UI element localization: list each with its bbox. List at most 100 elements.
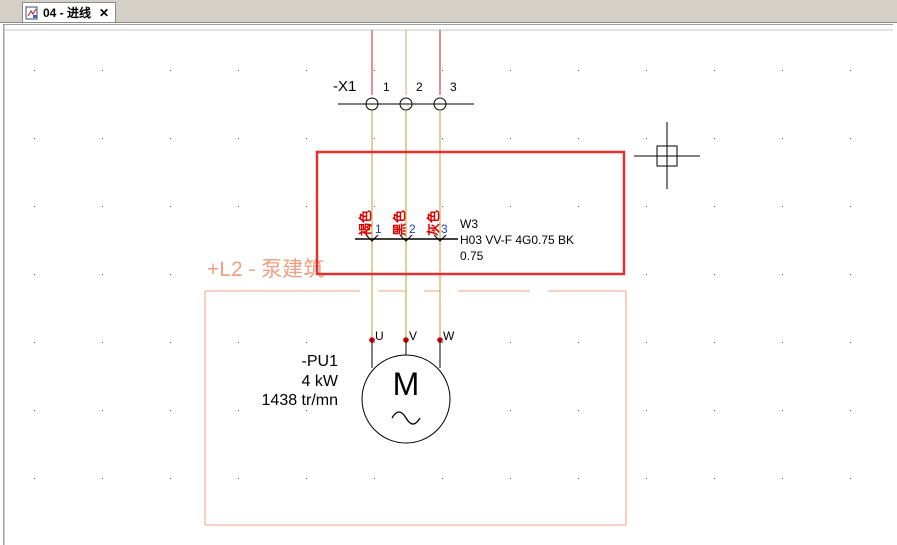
grid-dot bbox=[850, 410, 851, 411]
schematic-page-icon bbox=[25, 6, 38, 19]
conductor-color-1: 褐色 bbox=[358, 210, 373, 237]
motor-terminal-u: U bbox=[375, 329, 384, 343]
terminal-number-2: 2 bbox=[416, 80, 423, 94]
location-box[interactable]: +L2 - 泵建筑 bbox=[204, 258, 627, 526]
grid-dot bbox=[714, 138, 715, 139]
grid-dot bbox=[510, 206, 511, 207]
grid-dot bbox=[306, 274, 307, 275]
grid-dot bbox=[102, 478, 103, 479]
grid-dot bbox=[102, 342, 103, 343]
grid-dot bbox=[170, 342, 171, 343]
grid-dot bbox=[238, 274, 239, 275]
grid-dot bbox=[646, 478, 647, 479]
tabbar-scroll-area bbox=[881, 2, 897, 20]
motor-name: -PU1 bbox=[302, 353, 339, 370]
conductor-number-1: 1 bbox=[375, 222, 382, 236]
motor-terminal-v: V bbox=[409, 329, 417, 343]
grid-dot bbox=[238, 70, 239, 71]
grid-dot bbox=[714, 342, 715, 343]
grid-dot bbox=[578, 410, 579, 411]
conductor-number-2: 2 bbox=[409, 222, 416, 236]
terminal-number-1: 1 bbox=[383, 80, 390, 94]
grid-dot bbox=[34, 70, 35, 71]
motor-terminal-w: W bbox=[443, 329, 455, 343]
grid-dot bbox=[306, 138, 307, 139]
grid-dot bbox=[646, 206, 647, 207]
grid-dot bbox=[578, 206, 579, 207]
grid-dot bbox=[714, 274, 715, 275]
grid-dot bbox=[646, 70, 647, 71]
grid-dot bbox=[102, 70, 103, 71]
conductor-color-3: 灰色 bbox=[426, 210, 441, 236]
grid-dot bbox=[442, 206, 443, 207]
grid-dot bbox=[510, 478, 511, 479]
grid-dot bbox=[714, 206, 715, 207]
grid-dot bbox=[102, 206, 103, 207]
grid-dot bbox=[374, 206, 375, 207]
grid-dot bbox=[850, 138, 851, 139]
grid-dot bbox=[306, 70, 307, 71]
motor-pu1[interactable]: U V W M -PU1 4 kW 1438 tr/mn bbox=[262, 329, 455, 444]
grid-dot bbox=[850, 342, 851, 343]
grid-dot bbox=[34, 274, 35, 275]
grid-dot bbox=[578, 138, 579, 139]
grid-dot bbox=[782, 70, 783, 71]
grid-dot bbox=[170, 138, 171, 139]
grid-dot bbox=[170, 206, 171, 207]
grid-dot bbox=[34, 206, 35, 207]
grid-dot bbox=[374, 342, 375, 343]
grid-dot bbox=[850, 206, 851, 207]
grid-dot bbox=[714, 70, 715, 71]
close-icon[interactable]: ✕ bbox=[99, 5, 110, 20]
tab-04-incoming[interactable]: 04 - 进线 ✕ bbox=[22, 2, 117, 22]
motor-symbol-icon[interactable] bbox=[361, 354, 451, 444]
grid-dot bbox=[238, 410, 239, 411]
grid-dot bbox=[578, 342, 579, 343]
cable-type: H03 VV-F 4G0.75 BK bbox=[460, 233, 574, 247]
terminal-strip-x1[interactable]: -X1 1 2 3 bbox=[333, 78, 474, 111]
grid-dot bbox=[442, 478, 443, 479]
grid-dot bbox=[646, 410, 647, 411]
grid-dot bbox=[170, 274, 171, 275]
phase-wires-top[interactable] bbox=[371, 30, 441, 95]
tab-title: 04 - 进线 bbox=[43, 6, 92, 20]
cable-name: W3 bbox=[460, 217, 478, 231]
grid-dot bbox=[850, 274, 851, 275]
grid-dot bbox=[442, 342, 443, 343]
grid-dot bbox=[170, 410, 171, 411]
grid-dot bbox=[34, 138, 35, 139]
grid-dot bbox=[714, 478, 715, 479]
grid-dot bbox=[102, 138, 103, 139]
grid-dot bbox=[34, 342, 35, 343]
crosshair-cursor-icon bbox=[634, 122, 700, 189]
grid-dot bbox=[646, 274, 647, 275]
conductor-number-3: 3 bbox=[441, 222, 448, 236]
grid-dot bbox=[782, 410, 783, 411]
grid-dot bbox=[170, 70, 171, 71]
grid-dot bbox=[34, 410, 35, 411]
grid-dot bbox=[578, 478, 579, 479]
phase-wires-lower[interactable] bbox=[371, 110, 441, 339]
grid-dot bbox=[374, 478, 375, 479]
grid-dot bbox=[34, 478, 35, 479]
grid-dot bbox=[782, 274, 783, 275]
grid-dot bbox=[510, 70, 511, 71]
motor-power: 4 kW bbox=[302, 373, 339, 390]
terminal-number-3: 3 bbox=[450, 80, 457, 94]
grid-dot bbox=[306, 478, 307, 479]
grid-dot bbox=[306, 410, 307, 411]
cable-w3[interactable]: 褐色 黑色 灰色 1 2 3 W3 H03 VV-F 4G0.75 BK 0.7… bbox=[355, 210, 574, 263]
grid-dot bbox=[306, 342, 307, 343]
grid-dot bbox=[170, 478, 171, 479]
grid-dot bbox=[510, 342, 511, 343]
grid-dot bbox=[646, 342, 647, 343]
cable-cross-section: 0.75 bbox=[460, 249, 484, 263]
grid-dot bbox=[782, 206, 783, 207]
grid-dot bbox=[102, 410, 103, 411]
location-label: +L2 - 泵建筑 bbox=[207, 258, 324, 281]
grid-dot bbox=[442, 138, 443, 139]
grid-dot bbox=[850, 70, 851, 71]
grid-dot bbox=[782, 342, 783, 343]
grid-dot bbox=[238, 342, 239, 343]
